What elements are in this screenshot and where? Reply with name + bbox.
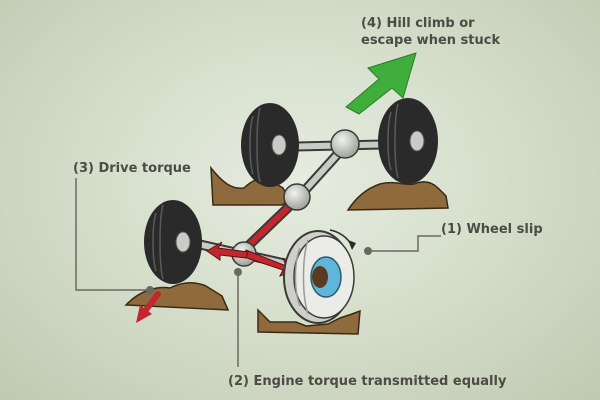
label-engine-torque: (2) Engine torque transmitted equally [228, 374, 507, 389]
wheel-rear-right [378, 98, 438, 184]
hill-climb-arrow [345, 52, 417, 115]
dirt-mound-front-left [124, 282, 230, 311]
label-hill-climb-line1: (4) Hill climb or [361, 16, 475, 31]
wheel-rear-left [241, 103, 299, 187]
rear-differential [330, 129, 360, 159]
label-hill-climb: (4) Hill climb or escape when stuck [361, 15, 500, 49]
center-differential [283, 183, 311, 211]
callout-dots [146, 247, 372, 294]
label-drive-torque: (3) Drive torque [73, 161, 191, 176]
wheel-front-left [144, 200, 202, 284]
label-hill-climb-line2: escape when stuck [361, 33, 501, 48]
drive-torque-arrow [136, 291, 161, 323]
callout-leader-lines [75, 178, 441, 367]
label-wheel-slip: (1) Wheel slip [441, 222, 543, 237]
dirt-mound-front-right [257, 308, 361, 335]
dirt-mound-rear-right [346, 181, 449, 211]
engine-torque-arrows [206, 241, 297, 277]
wheel-front-right-slipping [283, 229, 356, 324]
